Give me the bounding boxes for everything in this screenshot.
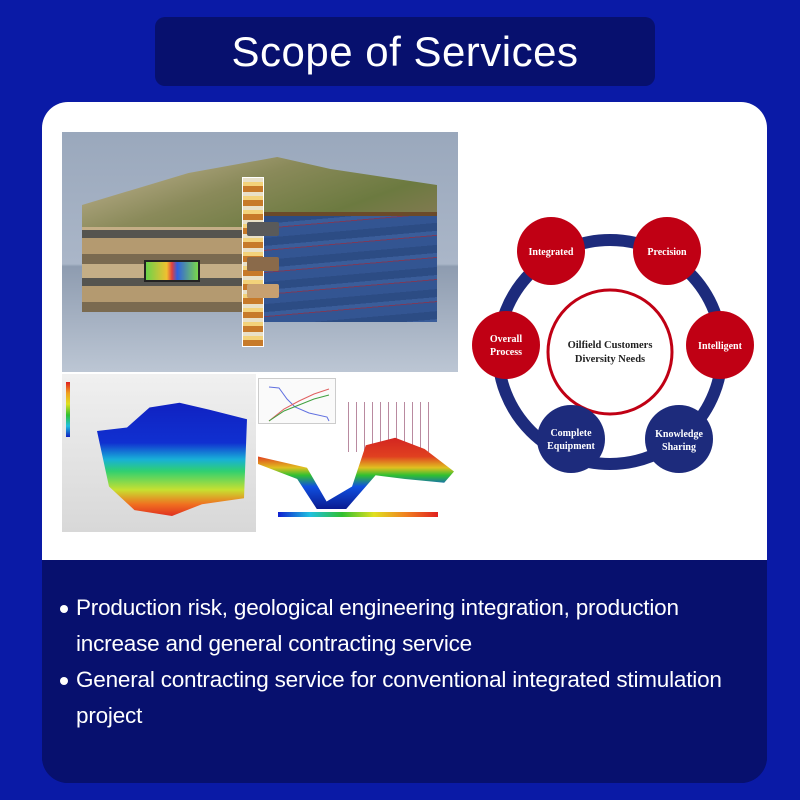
svg-text:Complete: Complete: [550, 428, 592, 439]
svg-text:Equipment: Equipment: [547, 441, 595, 452]
node-intelligent: Intelligent: [686, 311, 754, 379]
svg-text:Knowledge: Knowledge: [655, 429, 703, 440]
node-overall-process: Overall Process: [472, 311, 540, 379]
colorbar: [66, 382, 70, 437]
node-complete-equipment: Complete Equipment: [537, 405, 605, 473]
reservoir-model-image: [256, 374, 458, 532]
title-banner: Scope of Services: [155, 17, 655, 86]
node-precision: Precision: [633, 217, 701, 285]
services-card: Oilfield Customers Diversity Needs Integ…: [42, 102, 767, 783]
services-list: Production risk, geological engineering …: [60, 590, 760, 734]
center-label-line2: Diversity Needs: [575, 354, 645, 365]
service-bullet: Production risk, geological engineering …: [60, 590, 760, 662]
svg-text:Sharing: Sharing: [662, 442, 696, 453]
customer-needs-diagram: Oilfield Customers Diversity Needs Integ…: [472, 217, 754, 473]
svg-text:Process: Process: [490, 347, 522, 358]
svg-text:Intelligent: Intelligent: [698, 341, 743, 352]
geomechanical-model-image: [62, 374, 256, 532]
colorbar: [278, 512, 438, 517]
center-label-line1: Oilfield Customers: [568, 340, 653, 351]
service-bullet: General contracting service for conventi…: [60, 662, 760, 734]
node-integrated: Integrated: [517, 217, 585, 285]
page-title: Scope of Services: [231, 27, 579, 75]
svg-text:Integrated: Integrated: [529, 247, 574, 258]
node-knowledge-sharing: Knowledge Sharing: [645, 405, 713, 473]
card-image-area: Oilfield Customers Diversity Needs Integ…: [42, 102, 767, 560]
svg-text:Overall: Overall: [490, 334, 522, 345]
inset-line-plot: [258, 378, 336, 424]
oilfield-cross-section-image: [62, 132, 458, 372]
svg-text:Precision: Precision: [647, 247, 687, 258]
services-description: Production risk, geological engineering …: [42, 560, 767, 783]
